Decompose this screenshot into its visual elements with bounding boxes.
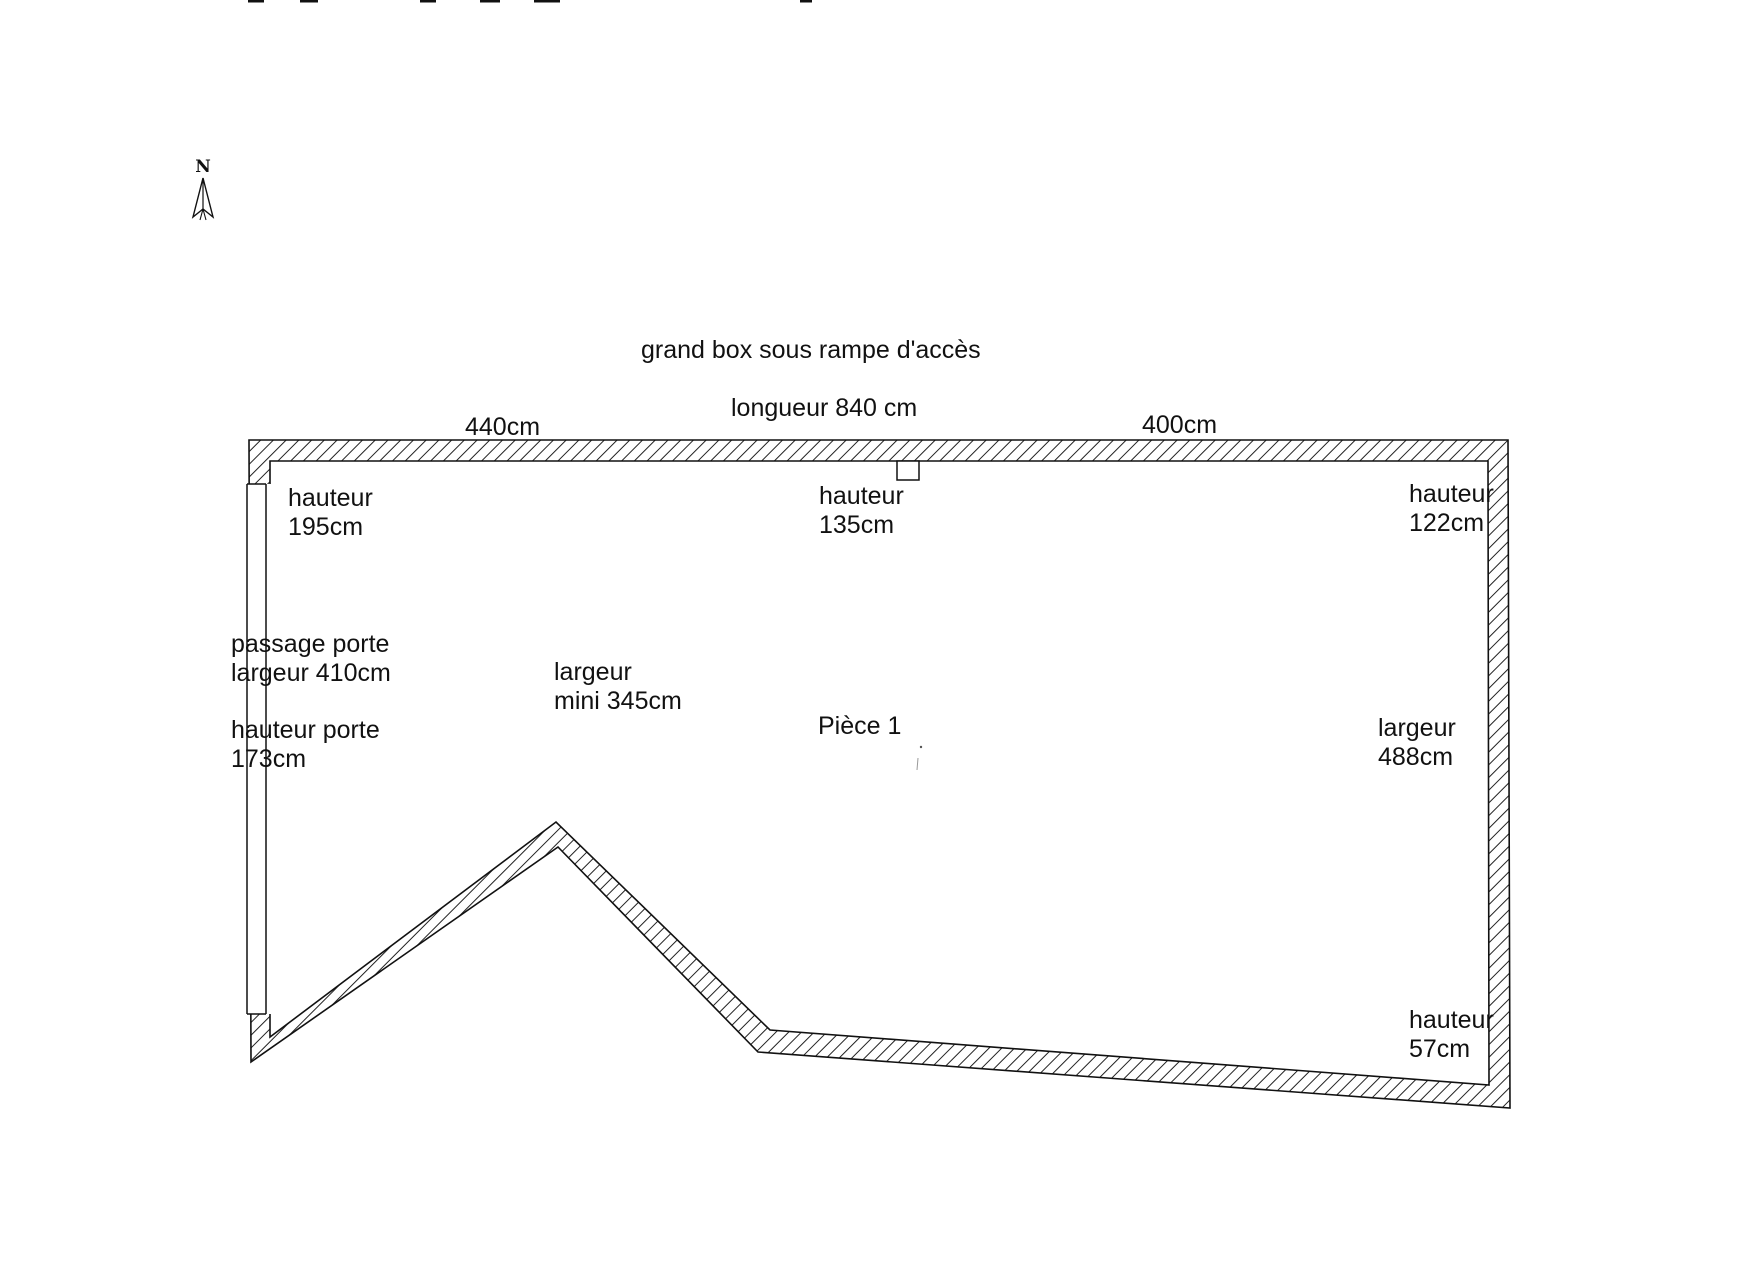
- door-passage: passage porte largeur 410cm: [231, 630, 391, 688]
- width-min: largeur mini 345cm: [554, 658, 682, 716]
- north-label: N: [195, 157, 211, 177]
- door-height-value: 173cm: [231, 745, 307, 773]
- wall-hatched: [248, 439, 1511, 1109]
- north-arrow-icon: [191, 177, 215, 221]
- width-min-title: largeur: [554, 658, 632, 686]
- door-height: hauteur porte 173cm: [231, 716, 380, 774]
- door-height-title: hauteur porte: [231, 716, 380, 744]
- width-east: largeur 488cm: [1378, 714, 1456, 772]
- segment-left: 440cm: [465, 413, 541, 441]
- height-n: hauteur 135cm: [819, 482, 904, 540]
- height-se-title: hauteur: [1409, 1006, 1494, 1034]
- height-se-value: 57cm: [1409, 1035, 1471, 1063]
- length-total: longueur 840 cm: [731, 394, 918, 422]
- door-passage-width: largeur 410cm: [231, 659, 391, 687]
- room-name: Pièce 1: [818, 712, 902, 740]
- height-nw-value: 195cm: [288, 513, 364, 541]
- width-east-title: largeur: [1378, 714, 1456, 742]
- width-east-value: 488cm: [1378, 743, 1454, 771]
- height-ne: hauteur 122cm: [1409, 480, 1494, 538]
- speck-dot: [919, 745, 923, 749]
- height-n-value: 135cm: [819, 511, 895, 539]
- wall-notch: [896, 460, 920, 481]
- width-min-value: mini 345cm: [554, 687, 682, 715]
- height-se: hauteur 57cm: [1409, 1006, 1494, 1064]
- height-nw: hauteur 195cm: [288, 484, 373, 542]
- height-nw-title: hauteur: [288, 484, 373, 512]
- north-arrow: N: [190, 158, 216, 222]
- speck-mark: [916, 757, 919, 771]
- segment-right: 400cm: [1142, 411, 1218, 439]
- height-ne-title: hauteur: [1409, 480, 1494, 508]
- height-n-title: hauteur: [819, 482, 904, 510]
- plan-title: grand box sous rampe d'accès: [641, 336, 981, 364]
- door-passage-title: passage porte: [231, 630, 390, 658]
- height-ne-value: 122cm: [1409, 509, 1485, 537]
